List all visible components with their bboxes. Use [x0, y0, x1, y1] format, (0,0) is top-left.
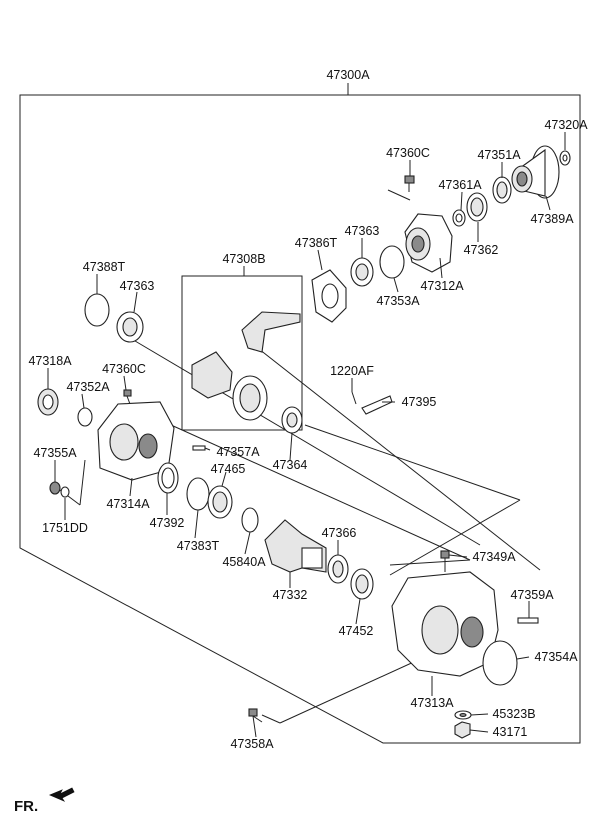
label-47332: 47332 [273, 588, 308, 602]
part-1220AF [351, 391, 357, 405]
label-47465: 47465 [211, 462, 246, 476]
part-1751DD [60, 486, 70, 498]
label-47354A: 47354A [534, 650, 578, 664]
label-1751DD: 1751DD [42, 521, 88, 535]
assembly-frame [19, 94, 581, 744]
part-47312A [404, 213, 453, 273]
label-47359A: 47359A [510, 588, 554, 602]
label-47353A: 47353A [376, 294, 420, 308]
part-47465 [207, 485, 233, 519]
part-47313A [391, 571, 499, 677]
label-47452: 47452 [339, 624, 374, 638]
part-47358A [248, 708, 263, 723]
part-47363-left [116, 311, 144, 343]
label-1220AF: 1220AF [330, 364, 374, 378]
label-47361A: 47361A [438, 178, 482, 192]
part-47386T [311, 269, 347, 323]
label-47392: 47392 [150, 516, 185, 530]
label-47363-left: 47363 [120, 279, 155, 293]
label-47395: 47395 [402, 395, 437, 409]
label-47360C-left: 47360C [102, 362, 146, 376]
label-47300A: 47300A [326, 68, 370, 82]
part-45840A [241, 507, 259, 533]
label-47363-top: 47363 [345, 224, 380, 238]
label-47358A: 47358A [230, 737, 274, 751]
part-45323B [454, 710, 472, 720]
front-label: FR. [14, 798, 38, 815]
label-45840A: 45840A [222, 555, 266, 569]
label-47388T: 47388T [83, 260, 126, 274]
label-47312A: 47312A [420, 279, 464, 293]
label-47318A: 47318A [28, 354, 72, 368]
part-47352A [77, 407, 93, 427]
label-leaders [47, 132, 566, 738]
part-47332 [264, 519, 327, 573]
label-45323B: 45323B [492, 707, 535, 721]
part-47349A [440, 550, 450, 572]
part-47320A [559, 150, 571, 166]
label-47360C-top: 47360C [386, 146, 430, 160]
part-47359A [517, 617, 539, 624]
label-47352A: 47352A [66, 380, 110, 394]
front-direction-indicator: FR. [14, 787, 75, 815]
label-47389A: 47389A [530, 212, 574, 226]
part-47392 [157, 462, 179, 494]
label-47357A: 47357A [216, 445, 260, 459]
arrow-left-down-icon [48, 787, 75, 802]
label-47366: 47366 [322, 526, 357, 540]
label-47362: 47362 [464, 243, 499, 257]
label-47355A: 47355A [33, 446, 77, 460]
label-47314A: 47314A [106, 497, 150, 511]
part-47395 [361, 395, 393, 415]
sub-assembly-box [181, 275, 303, 431]
part-47361A [452, 209, 466, 227]
part-47360C-left [123, 389, 132, 405]
part-47389A [511, 145, 560, 199]
guide-lines [59, 189, 541, 724]
part-47360C-top [404, 175, 415, 192]
part-47314A [97, 401, 175, 481]
part-47452 [350, 568, 374, 600]
label-47351A: 47351A [477, 148, 521, 162]
label-47383T: 47383T [177, 539, 220, 553]
label-43171: 43171 [493, 725, 528, 739]
part-47388T [84, 293, 110, 327]
part-47357A [192, 445, 206, 451]
part-47354A [482, 640, 518, 686]
label-47308B: 47308B [222, 252, 265, 266]
part-47364 [281, 406, 303, 434]
label-47364: 47364 [273, 458, 308, 472]
part-47363-top [350, 257, 374, 287]
part-47351A [492, 176, 512, 204]
label-47386T: 47386T [295, 236, 338, 250]
part-47353A [379, 245, 405, 279]
part-47383T [186, 477, 210, 511]
part-47318A [37, 388, 59, 416]
label-47349A: 47349A [472, 550, 516, 564]
part-47355A [49, 481, 61, 495]
part-47366 [327, 554, 349, 584]
part-47308B-gears [191, 311, 301, 421]
label-47313A: 47313A [410, 696, 454, 710]
label-47320A: 47320A [544, 118, 588, 132]
part-43171 [454, 721, 471, 739]
part-47362 [466, 192, 488, 222]
